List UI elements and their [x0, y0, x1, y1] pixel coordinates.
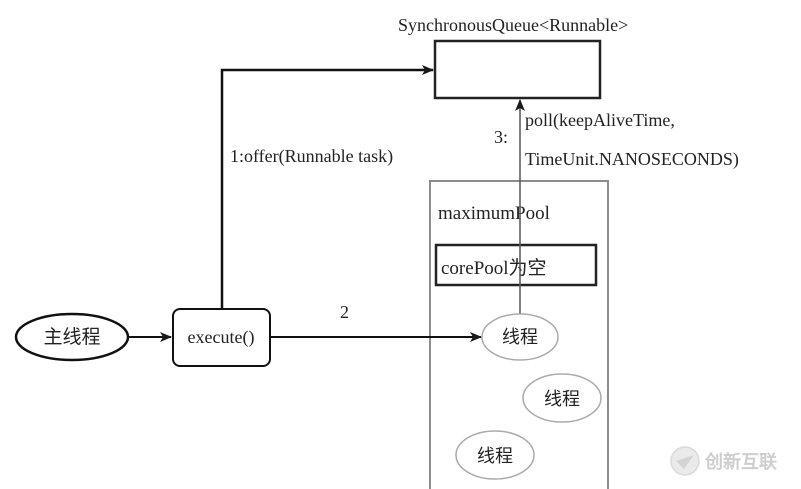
- core-pool-label: corePool为空: [441, 257, 547, 279]
- poll-label-line1: poll(keepAliveTime,: [525, 110, 675, 131]
- core-pool-box: [434, 243, 598, 287]
- queue-title: SynchronousQueue<Runnable>: [398, 15, 628, 35]
- thread-label: 线程: [477, 446, 513, 466]
- maximum-pool-label: maximumPool: [438, 203, 550, 224]
- execute-label: execute(): [188, 327, 255, 348]
- offer-arrow: [220, 65, 434, 309]
- thread-label: 线程: [544, 389, 580, 409]
- thread-label: 线程: [502, 327, 538, 347]
- queue-box: [433, 39, 602, 100]
- thread-node: [522, 373, 602, 423]
- watermark-text: 创新互联: [704, 451, 777, 473]
- thread-node: [455, 430, 535, 480]
- main-thread-label: 主线程: [43, 326, 100, 348]
- watermark-logo-mark: [676, 455, 694, 469]
- execute-box: [172, 308, 271, 367]
- step2-label: 2: [340, 302, 349, 322]
- poll-label-line2: TimeUnit.NANOSECONDS): [525, 149, 739, 170]
- thread-node: [481, 313, 559, 361]
- offer-label: 1:offer(Runnable task): [230, 146, 393, 167]
- main-thread-node: [14, 312, 130, 362]
- watermark: 创新互联: [670, 446, 777, 476]
- step3-number: 3:: [494, 127, 508, 147]
